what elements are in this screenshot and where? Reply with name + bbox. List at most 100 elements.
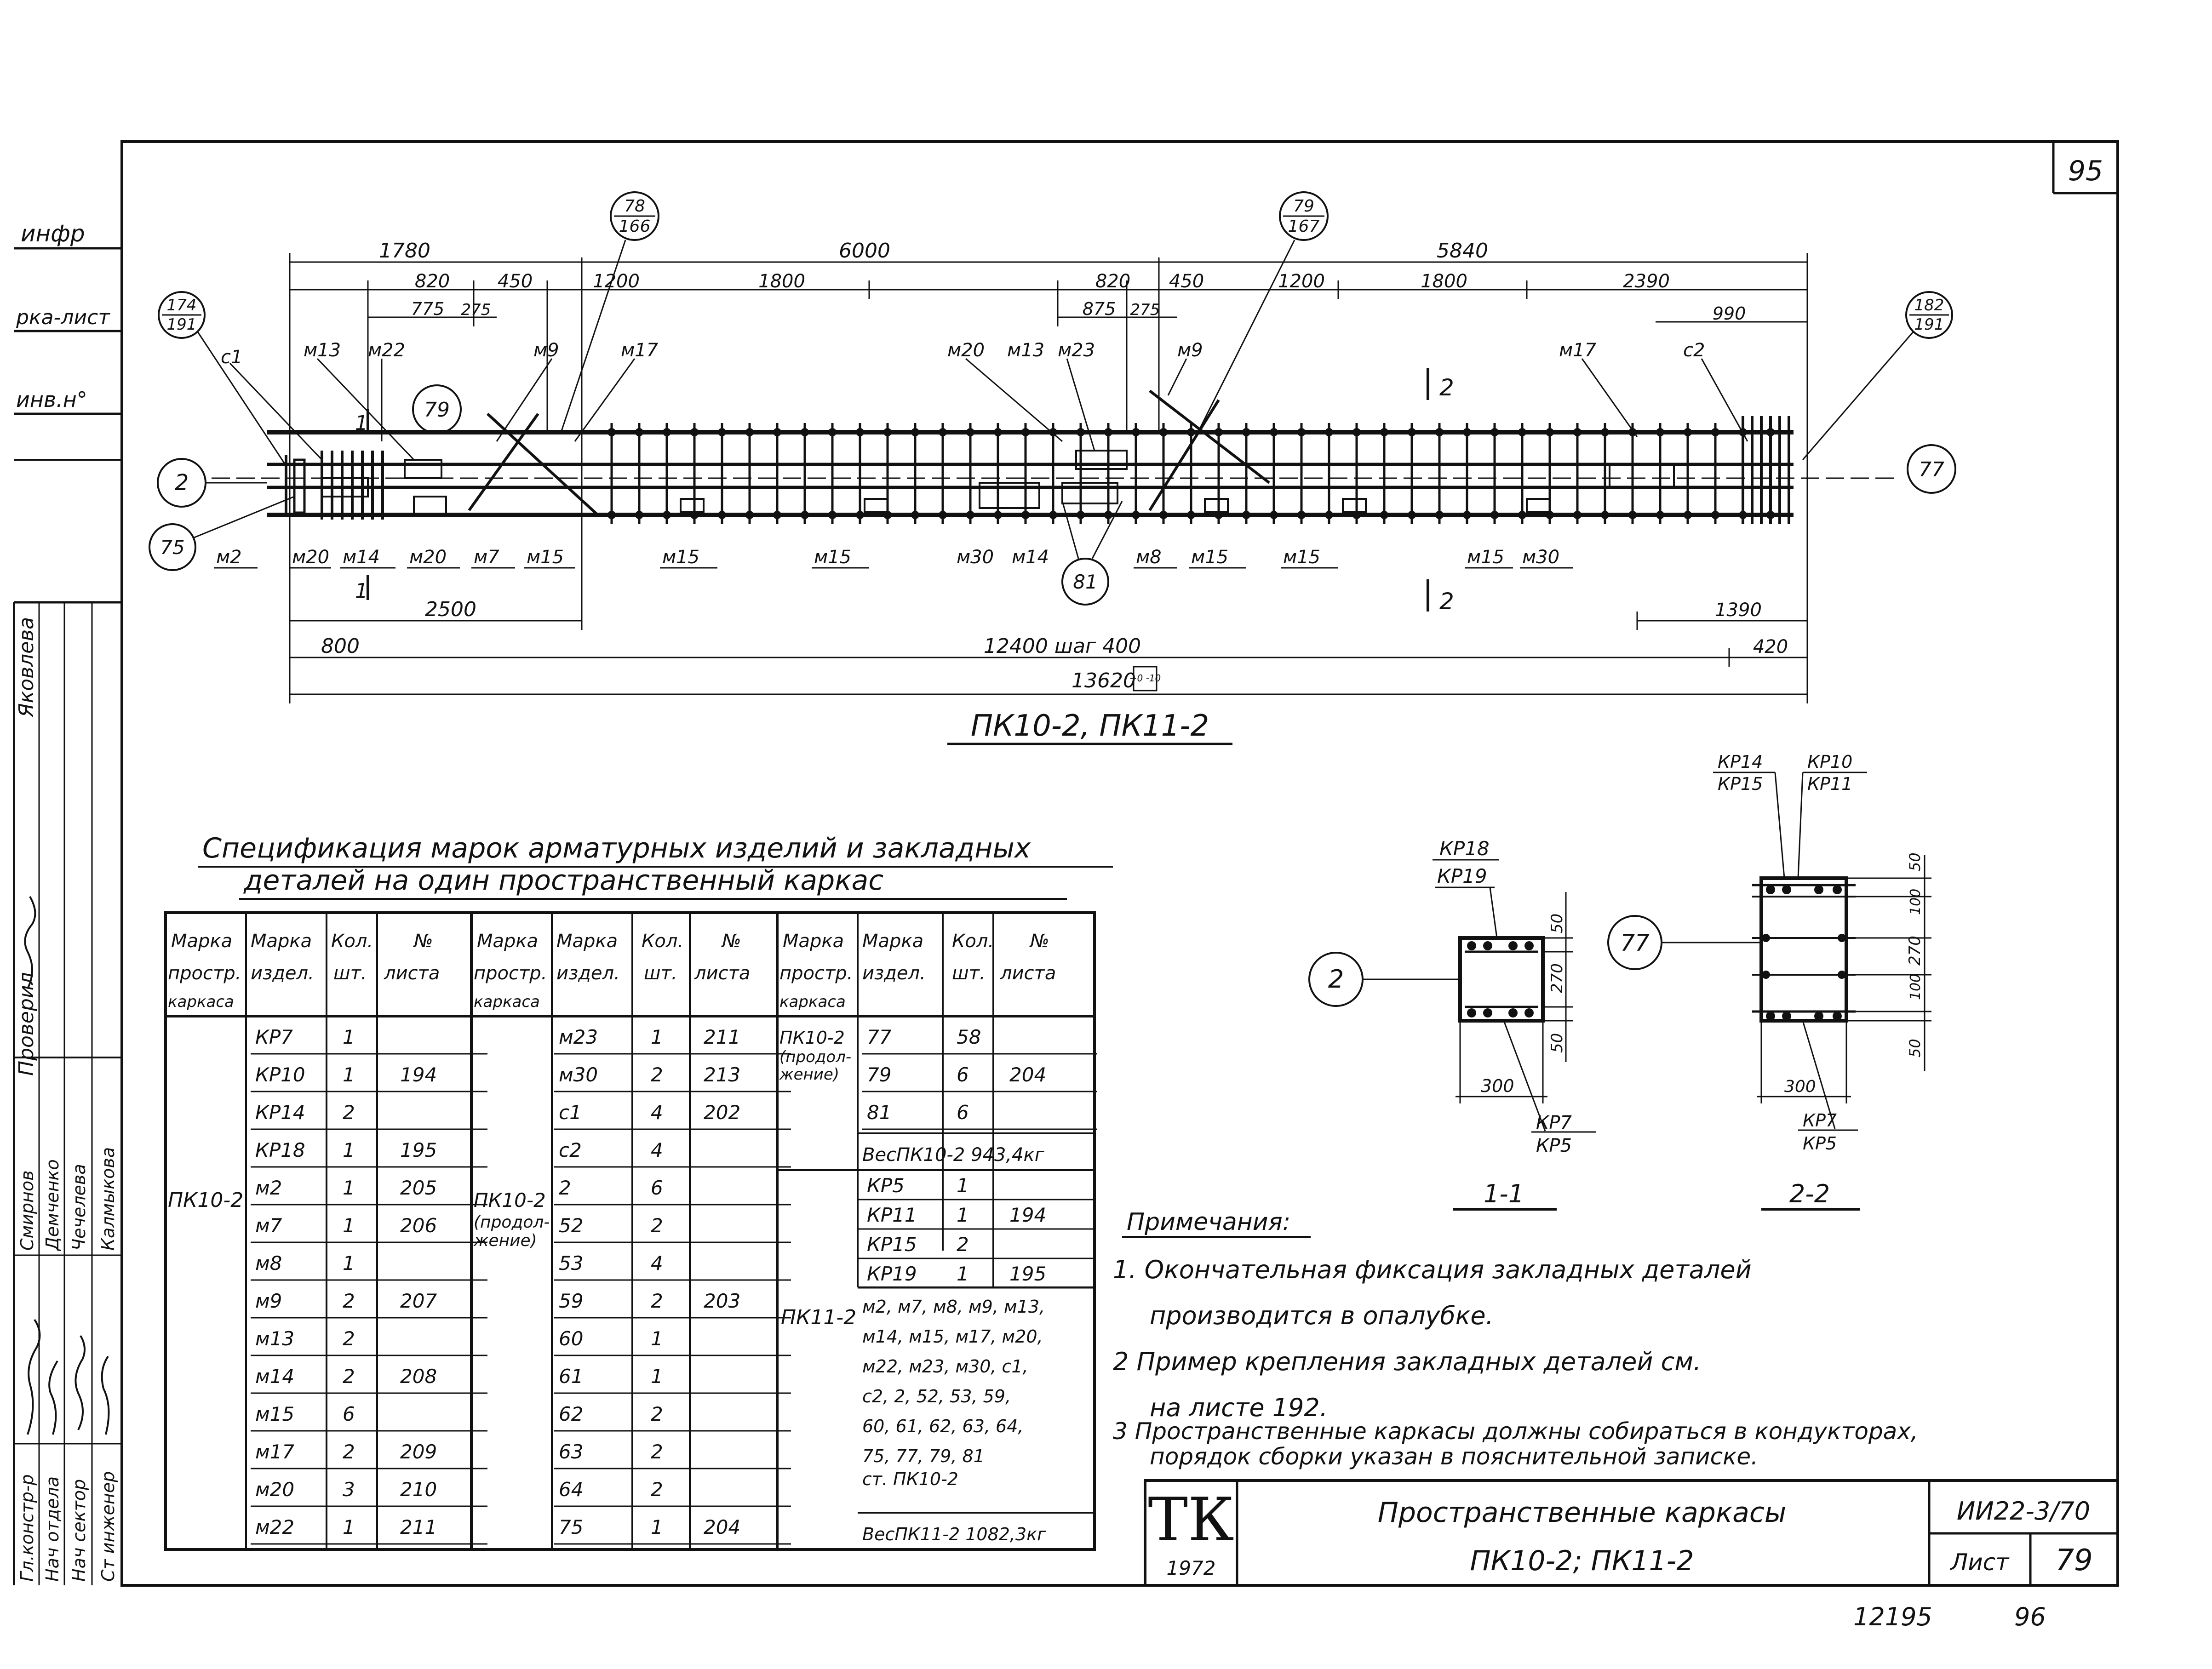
stirrup [1684, 423, 1692, 524]
svg-text:Марка: Марка [783, 931, 844, 952]
spec-cell-mark: м8 [255, 1252, 282, 1275]
callout-78-166: 78 166 [560, 191, 659, 433]
stirrup [1215, 423, 1223, 524]
spec-cell-qty: 2 [651, 1063, 663, 1086]
stirrup [966, 423, 974, 524]
doc-code: ИИ22-3/70 [1957, 1497, 2090, 1526]
stirrup [1546, 423, 1554, 524]
spec-cell-qty: 2 [343, 1101, 355, 1124]
spec-cell-mark: м22 [255, 1516, 294, 1538]
spec-cell-qty: 1 [343, 1063, 355, 1086]
spec-cell-mark: с2 [559, 1139, 582, 1161]
dim-r3-4: 275 [1130, 301, 1160, 319]
spec-header: Марка простр. каркаса Марка издел. Кол. … [168, 931, 1056, 1011]
stirrup [883, 423, 892, 524]
stirrup [607, 423, 616, 524]
svg-text:м15: м15 [1283, 547, 1320, 568]
notes-items: 1. Окончательная фиксация закладных дета… [1113, 1255, 1918, 1470]
dim-r2-8: 1800 [1421, 271, 1467, 292]
svg-text:м15: м15 [527, 547, 564, 568]
svg-text:м15: м15 [814, 547, 851, 568]
spec-cell-sheet: 205 [400, 1177, 437, 1199]
spec-cell-mark: КР10 [255, 1063, 305, 1086]
spec-cell-mark: с1 [559, 1101, 582, 1124]
spec-cell-mark: КР14 [255, 1101, 305, 1124]
svg-text:м14: м14 [1012, 547, 1049, 568]
svg-text:м17: м17 [621, 340, 659, 361]
stirrup [1132, 423, 1140, 524]
spec-cell-mark: 81 [867, 1101, 891, 1124]
svg-text:м20: м20 [292, 547, 329, 568]
svg-text:шт.: шт. [333, 963, 367, 984]
svg-text:м15: м15 [662, 547, 699, 568]
svg-text:издел.: издел. [556, 963, 620, 984]
svg-text:79: 79 [424, 398, 450, 422]
spec-cell-qty: 2 [343, 1440, 355, 1463]
svg-text:КР15: КР15 [1718, 774, 1763, 794]
stirrup [1077, 423, 1085, 524]
stirrup [1518, 423, 1526, 524]
title-block [1144, 1479, 2119, 1587]
dim-r2-2: 450 [498, 271, 533, 292]
svg-text:2: 2 [1439, 374, 1454, 401]
dim-r2-9: 2390 [1623, 271, 1670, 292]
dim-r3-2: 275 [461, 301, 491, 319]
tolerance: +0 -10 [1129, 673, 1161, 684]
dim-r2-4: 1800 [758, 271, 805, 292]
svg-text:300: 300 [1784, 1077, 1816, 1096]
spec-cell-mark: 62 [559, 1403, 583, 1425]
section-marks: 1 1 2 2 [355, 368, 1454, 615]
svg-text:191: 191 [167, 315, 197, 334]
spec-cell-sheet: 204 [1009, 1063, 1046, 1086]
spec-cell-qty: 1 [651, 1365, 663, 1388]
svg-text:м2: м2 [216, 547, 242, 568]
bottom-part-labels: м2 м20 м14 м20 м7 м15 м15 м15 м30 м14 м8… [216, 547, 1559, 568]
spec-cell-qty: 1 [343, 1177, 355, 1199]
tolerance-box [1133, 666, 1158, 692]
callout-182-191: 182 191 [1802, 291, 1953, 460]
weight-pk10-2: ВесПК10-2 943,4кг [862, 1144, 1045, 1166]
checked-by-name: Яковлева [15, 617, 38, 718]
svg-text:77: 77 [1919, 458, 1944, 481]
role-1: Гл.констр-р [17, 1474, 37, 1582]
spec-cell-mark: 79 [867, 1063, 891, 1086]
svg-text:Марка: Марка [862, 931, 923, 952]
dim-1390: 1390 [1715, 600, 1762, 621]
dim-6000: 6000 [839, 239, 890, 263]
dim-800: 800 [321, 634, 360, 658]
svg-text:1-1: 1-1 [1484, 1179, 1524, 1208]
spec-cell-mark: м14 [255, 1365, 294, 1388]
svg-text:м23: м23 [1058, 340, 1095, 361]
spec-cell-sheet: 209 [400, 1440, 437, 1463]
stirrup [1408, 423, 1416, 524]
svg-text:2: 2 [1328, 965, 1344, 994]
svg-text:270: 270 [1548, 963, 1566, 993]
svg-text:КР11: КР11 [1807, 774, 1852, 794]
svg-text:Кол.: Кол. [642, 931, 683, 952]
spec-title-1: Спецификация марок арматурных изделий и … [202, 832, 1031, 864]
spec-cell-sheet: 194 [1009, 1204, 1046, 1226]
spec-cell-mark: КР7 [255, 1026, 293, 1048]
stirrup [718, 423, 726, 524]
stirrup [1601, 423, 1609, 524]
spec-cell-sheet: 213 [704, 1063, 740, 1086]
frame-pk10-2-cont: ПК10-2(продол-жение) [473, 1189, 550, 1250]
svg-text:м8: м8 [1136, 547, 1162, 568]
stirrup [1490, 423, 1499, 524]
frame-elevation [212, 389, 1899, 524]
spec-cell-mark: 53 [559, 1252, 583, 1275]
svg-text:182: 182 [1914, 296, 1944, 314]
svg-text:м15: м15 [1191, 547, 1228, 568]
spec-cell-qty: 2 [343, 1290, 355, 1312]
svg-text:м13: м13 [1007, 340, 1044, 361]
stirrup [1435, 423, 1444, 524]
name-1: Смирнов [17, 1170, 37, 1251]
callout-77: 77 [1907, 444, 1956, 494]
svg-text:листа: листа [1000, 963, 1056, 984]
dim-r2-5: 820 [1095, 271, 1130, 292]
left-strip [13, 247, 122, 1585]
spec-cell-mark: 2 [559, 1177, 571, 1199]
dim-2500: 2500 [425, 598, 476, 621]
svg-text:1: 1 [355, 412, 368, 435]
